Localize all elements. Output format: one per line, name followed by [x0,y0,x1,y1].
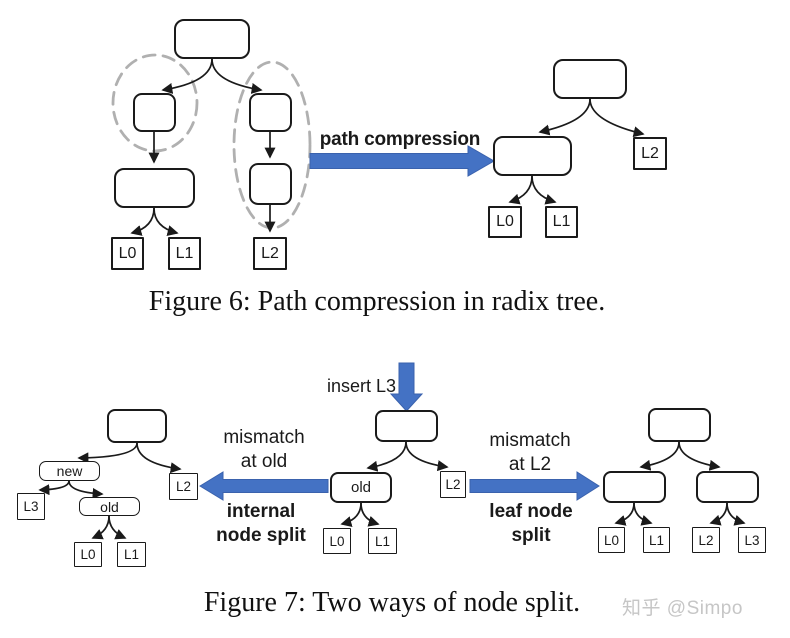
f7-left-leaf-l3: L3 [17,493,45,520]
f7-right-leaf-l3: L3 [738,527,766,553]
leaf-split-right-arrow [469,471,600,501]
f6-before-leaf-l1: L1 [168,237,201,270]
internal-split-condition-line2: at old [240,451,288,472]
tree-edges [38,58,746,540]
f6-before-root-node [174,19,250,59]
f7-right-leaf-l0: L0 [598,527,625,553]
f7-left-leaf-l0: L0 [74,542,102,567]
f7-right-leaf-l2: L2 [692,527,720,553]
f7-left-leaf-l2: L2 [169,473,198,500]
f7-left-old-node: old [79,497,140,516]
internal-split-name-line2: node split [216,525,306,546]
f6-before-child-right-node [249,93,292,132]
f7-right-child-left-node [603,471,666,503]
f6-after-leaf-l2: L2 [633,137,667,170]
f7-left-new-node: new [39,461,100,481]
internal-split-left-arrow [199,471,329,501]
f6-after-inner-node [493,136,572,176]
leaf-split-name-line1: leaf node [489,501,573,522]
f7-left-root-node [107,409,167,443]
figure7-caption: Figure 7: Two ways of node split. [203,587,581,618]
leaf-split-condition-line1: mismatch [489,430,571,451]
internal-split-condition-line1: mismatch [223,427,305,448]
compression-ellipse-left [111,53,199,153]
f6-after-leaf-l1: L1 [545,206,578,238]
f6-after-edges [508,98,645,205]
f6-before-leaf-l2: L2 [253,237,287,270]
leaf-split-name-line2: split [511,525,551,546]
f6-before-edges [130,58,276,236]
f6-after-root-node [553,59,627,99]
f6-before-inner-node [114,168,195,208]
compression-ellipse-right [232,60,312,230]
f6-before-chain-node [249,163,292,205]
block-arrows [199,145,600,501]
f7-left-edges [38,442,182,540]
insert-l3-label: insert L3 [326,376,396,396]
f7-center-leaf-l0: L0 [323,528,351,554]
figure6-caption: Figure 6: Path compression in radix tree… [148,286,606,317]
leaf-split-condition-line2: at L2 [508,454,552,475]
f6-after-leaf-l0: L0 [488,206,522,238]
internal-split-name-line1: internal [226,501,296,522]
f7-right-edges [614,441,746,526]
f7-center-leaf-l1: L1 [368,528,397,554]
f6-before-child-left-node [133,93,176,132]
f7-center-leaf-l2: L2 [440,471,466,498]
f7-center-old-node: old [330,472,392,503]
path-compression-arrow [309,145,496,177]
compressed-path-ellipses [111,53,312,230]
f7-right-root-node [648,408,711,442]
f7-left-leaf-l1: L1 [117,542,146,567]
f6-before-leaf-l0: L0 [111,237,144,270]
watermark: 知乎 @Simpo [622,598,743,619]
f7-right-leaf-l1: L1 [643,527,670,553]
path-compression-label: path compression [319,129,481,150]
f7-center-root-node [375,410,438,442]
f7-right-child-right-node [696,471,759,503]
insert-down-arrow [389,362,424,412]
f7-center-edges [340,441,449,527]
